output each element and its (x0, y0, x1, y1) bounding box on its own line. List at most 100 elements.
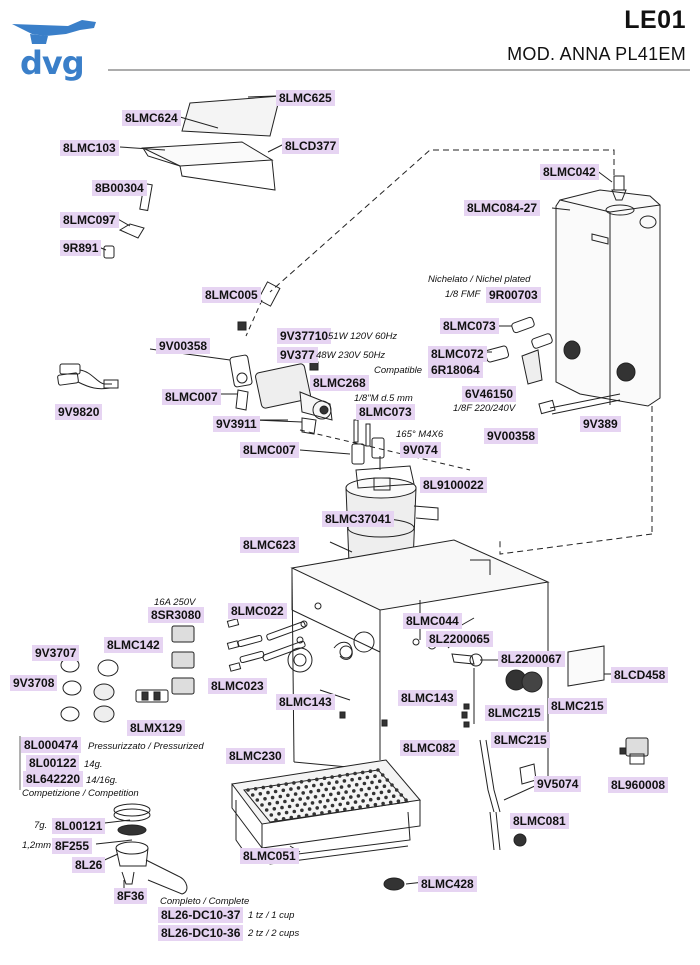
switches (135, 625, 195, 703)
logo-text: dvg (20, 44, 85, 82)
part-label: 9V389 (580, 416, 621, 432)
part-label: 8LMC073 (440, 318, 499, 334)
part-label: 8LMC072 (428, 346, 487, 362)
part-label: 8L00121 (52, 818, 106, 834)
part-label: 9V377 (277, 347, 318, 363)
part-label: 8LMC268 (310, 375, 369, 391)
water-tank (551, 169, 661, 407)
part-label: 8B00304 (92, 180, 147, 196)
part-note: 2 tz / 2 cups (248, 928, 300, 939)
part-note: 7g. (34, 820, 48, 831)
part-label: 8L960008 (608, 777, 669, 793)
part-note: 1,2mm (22, 840, 52, 851)
part-note: 14g. (84, 759, 103, 770)
part-label: 9V00358 (484, 428, 539, 444)
tank-fittings (484, 316, 621, 415)
part-label: 8LMC625 (276, 90, 335, 106)
part-label: 8LCD377 (282, 138, 340, 154)
part-label: 8LMC142 (104, 637, 163, 653)
part-label: 8LMC023 (208, 678, 267, 694)
portafilter (113, 803, 188, 895)
part-label: 8L26 (72, 857, 106, 873)
part-label: 8LMC143 (276, 694, 335, 710)
part-note: 165° M4X6 (396, 429, 444, 440)
part-note: 1/8"M d.5 mm (354, 393, 413, 404)
cover-plate-lower (141, 141, 274, 167)
frame (290, 539, 550, 801)
part-label: 9V9820 (55, 404, 103, 420)
part-label: 8LMC081 (510, 813, 569, 829)
part-label: 9V074 (400, 442, 441, 458)
part-label: 8F255 (52, 838, 93, 854)
part-label: 6R18064 (428, 362, 483, 378)
part-label: 8LMC103 (60, 140, 119, 156)
part-label: 8LMC097 (60, 212, 119, 228)
part-label: 8L2200067 (498, 651, 565, 667)
model-name: MOD. ANNA PL41EM (507, 44, 686, 64)
part-note: Completo / Complete (160, 896, 250, 907)
part-label: 9V37710 (277, 328, 332, 344)
part-label: 8LMC623 (240, 537, 299, 553)
model-code: LE01 (624, 6, 686, 34)
part-label: 8LMC215 (485, 705, 544, 721)
part-label: 8L000474 (21, 737, 82, 753)
part-label: 9R891 (60, 240, 102, 256)
part-label: 8SR3080 (148, 607, 205, 623)
part-label: 6V46150 (462, 386, 517, 402)
part-note: 1/8 FMF (445, 289, 481, 300)
control-panel-plate (567, 645, 605, 687)
part-label: 9V3708 (10, 675, 58, 691)
part-label: 9V00358 (156, 338, 211, 354)
part-note: 16A 250V (154, 597, 196, 608)
part-label: 8LMC428 (418, 876, 477, 892)
part-label: 8LMX129 (127, 720, 186, 736)
lamps (226, 618, 353, 673)
connector-block (619, 737, 649, 765)
part-label: 8LMC230 (226, 748, 285, 764)
part-label: 8LMC051 (240, 848, 299, 864)
part-label: 8LMC37041 (322, 511, 395, 527)
part-note: Compatible (374, 365, 423, 376)
part-label: 8LCD458 (611, 667, 669, 683)
part-label: 8L26-DC10-36 (158, 925, 244, 941)
part-note: 14/16g. (86, 775, 118, 786)
part-label: 8LMC073 (356, 404, 415, 420)
part-label: 8L2200065 (426, 631, 493, 647)
part-label: 9R00703 (486, 287, 541, 303)
dvg-logo-icon (12, 20, 96, 44)
part-label: 8L00122 (26, 755, 80, 771)
knobs (60, 657, 119, 723)
part-label: 8L26-DC10-37 (158, 907, 244, 923)
part-label: 8LMC005 (202, 287, 261, 303)
part-note: Nichelato / Nichel plated (428, 274, 531, 285)
part-label: 8F36 (114, 888, 148, 904)
part-label: 8LMC044 (403, 613, 462, 629)
steam-wand (451, 653, 543, 851)
part-label: 8LMC007 (240, 442, 299, 458)
part-label: 8LMC082 (400, 740, 459, 756)
pump (229, 321, 471, 471)
part-label: 8L9100022 (420, 477, 487, 493)
part-label: 8LMC007 (162, 389, 221, 405)
part-label: 9V3911 (213, 416, 260, 432)
part-label: 8LMC215 (548, 698, 607, 714)
part-label: 8LMC624 (122, 110, 181, 126)
power-cord (57, 363, 119, 390)
part-label: 9V5074 (534, 776, 582, 792)
solenoid-fittings (351, 419, 385, 465)
part-note: 1 tz / 1 cup (248, 910, 295, 921)
part-label: 8LMC215 (491, 732, 550, 748)
part-label: 8LMC042 (540, 164, 599, 180)
cover-plate-upper (181, 95, 281, 137)
part-note: 1/8F 220/240V (453, 403, 516, 414)
part-note: 51W 120V 60Hz (328, 331, 398, 342)
part-label: 8LMC084-27 (464, 200, 541, 216)
part-label: 8LMC022 (228, 603, 287, 619)
part-label: 8L642220 (23, 771, 84, 787)
part-note: Competizione / Competition (22, 788, 139, 799)
part-label: 9V3707 (32, 645, 80, 661)
part-note: Pressurizzato / Pressurized (88, 741, 204, 752)
part-label: 8LMC143 (398, 690, 457, 706)
